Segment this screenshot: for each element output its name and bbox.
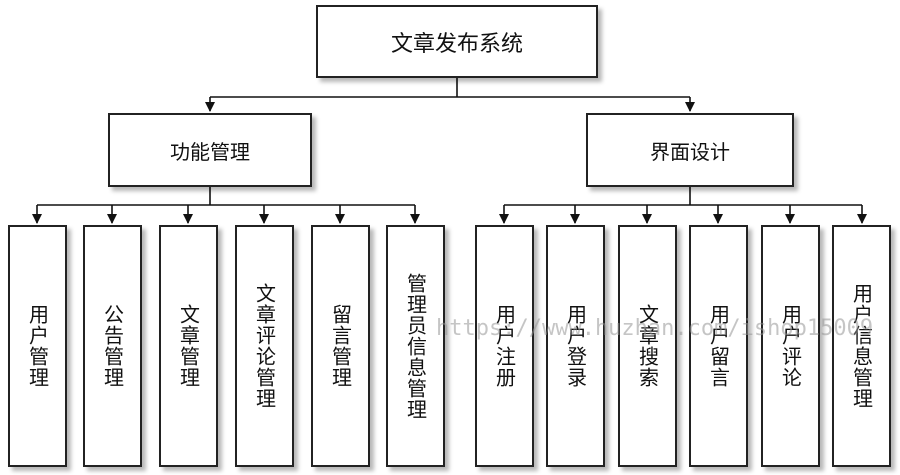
leaf-node-label: 公告管理: [100, 304, 125, 388]
leaf-node: 文章搜索: [618, 225, 677, 467]
leaf-node-label: 留言管理: [328, 304, 353, 388]
root-node-label: 文章发布系统: [390, 31, 523, 57]
leaf-node-label: 管理员信息管理: [403, 272, 428, 420]
leaf-node-label: 用户登录: [563, 304, 588, 388]
leaf-node-label: 文章搜索: [635, 304, 660, 388]
leaf-node: 用户留言: [689, 225, 748, 467]
branch-node-label: 界面设计: [650, 139, 730, 164]
root-node: 文章发布系统: [316, 5, 598, 78]
leaf-node-label: 用户注册: [492, 304, 517, 388]
leaf-node-label: 文章管理: [176, 304, 201, 388]
leaf-node: 用户注册: [475, 225, 534, 467]
leaf-node-label: 文章评论管理: [252, 283, 277, 409]
branch-node-interface-design: 界面设计: [586, 113, 794, 187]
leaf-node-label: 用户信息管理: [849, 283, 874, 409]
leaf-node: 用户信息管理: [832, 225, 891, 467]
leaf-node: 留言管理: [311, 225, 370, 467]
leaf-node-label: 用户管理: [25, 304, 50, 388]
leaf-node: 用户评论: [761, 225, 820, 467]
leaf-node: 用户管理: [8, 225, 67, 467]
leaf-node-label: 用户留言: [706, 304, 731, 388]
leaf-node: 管理员信息管理: [386, 225, 445, 467]
leaf-node: 文章管理: [159, 225, 218, 467]
leaf-node: 文章评论管理: [235, 225, 294, 467]
branch-node-function-management: 功能管理: [108, 113, 312, 187]
leaf-node-label: 用户评论: [778, 304, 803, 388]
leaf-node: 公告管理: [83, 225, 142, 467]
branch-node-label: 功能管理: [170, 139, 250, 164]
leaf-node: 用户登录: [546, 225, 605, 467]
